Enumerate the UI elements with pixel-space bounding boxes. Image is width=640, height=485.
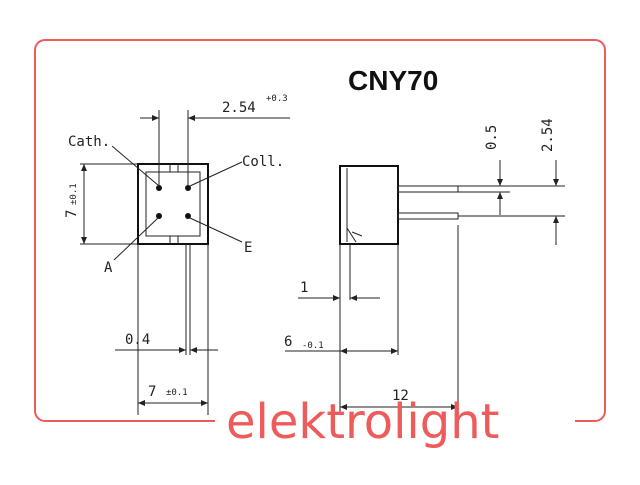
label-anode: A: [104, 260, 113, 276]
side-lead-bottom: [397, 212, 459, 220]
body-depth-dim: 6: [284, 334, 292, 350]
height-tol: ±0.1: [69, 183, 79, 205]
body-depth-tol: -0.1: [302, 341, 324, 351]
label-cathode: Cath.: [68, 134, 110, 150]
side-view: 0.5 2.54 1 6 -0.1 12: [284, 118, 565, 415]
pin-cathode-dot: [156, 185, 162, 191]
pin-anode-dot: [156, 213, 162, 219]
label-emitter: E: [244, 240, 252, 256]
part-title: CNY70: [348, 65, 438, 96]
side-body-outline: [339, 165, 399, 245]
total-length-dim: 12: [392, 388, 409, 404]
pin-pitch-tol: +0.3: [266, 94, 288, 104]
width-tol: ±0.1: [166, 388, 188, 398]
front-body-outline: [137, 163, 209, 245]
width-dim: 7: [148, 384, 156, 400]
offset-dim: 1: [300, 280, 308, 296]
label-collector: Coll.: [242, 154, 284, 170]
front-view: 2.54 +0.3 7 ±0.1 0.4 7 ±0.1 Cath. Coll. …: [64, 94, 290, 415]
side-lead-top: [397, 185, 459, 193]
page-frame: [34, 39, 606, 422]
front-body-inner: [145, 171, 201, 237]
pin-pitch-dim: 2.54: [222, 100, 256, 116]
height-dim: 7: [64, 210, 80, 218]
lead-width-dim: 0.4: [125, 332, 150, 348]
lead-thickness-dim: 0.5: [484, 125, 500, 150]
pin-emitter-dot: [185, 213, 191, 219]
pin-collector-dot: [185, 185, 191, 191]
pin-spacing-dim: 2.54: [540, 118, 556, 152]
brand-logo-text: elektrolight: [226, 394, 499, 450]
